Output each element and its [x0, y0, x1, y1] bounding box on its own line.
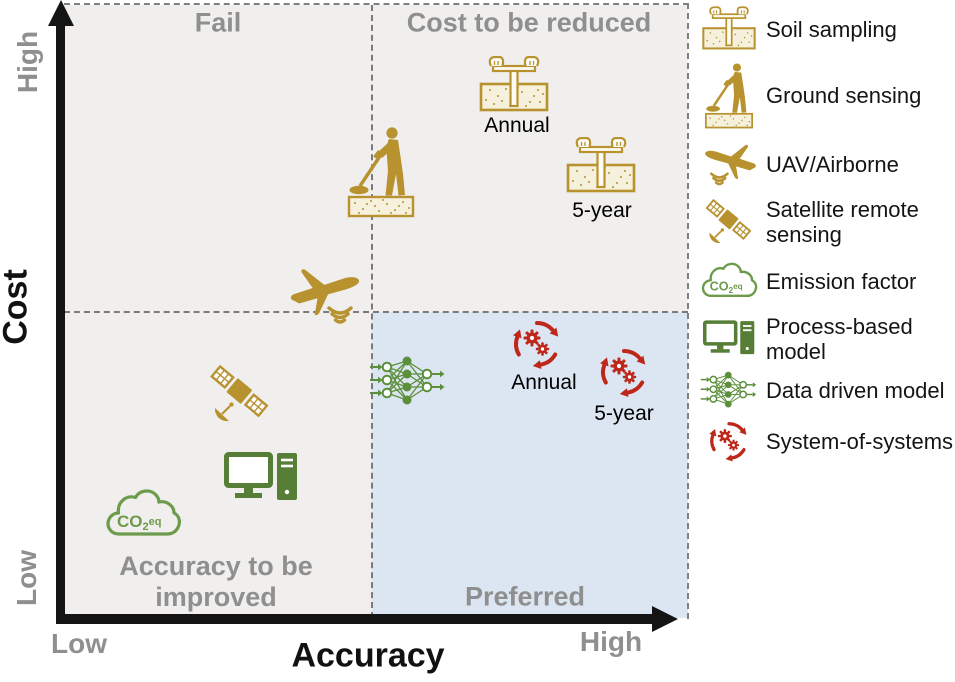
x-axis-title: Accuracy — [291, 636, 445, 675]
ground-sensing-legend-icon — [700, 61, 758, 129]
legend-label: Satellite remote sensing — [766, 197, 919, 247]
quadrant-top-left — [64, 5, 372, 312]
quadrant-title-fail: Fail — [194, 7, 242, 38]
system-of-systems-legend-icon — [700, 418, 758, 464]
legend-item-soil-sampling: Soil sampling — [700, 2, 955, 56]
satellite-icon — [207, 365, 273, 425]
legend-label: Process-based model — [766, 314, 913, 364]
x-axis-line — [56, 614, 654, 624]
legend-item-ground-sensing: Ground sensing — [700, 60, 955, 130]
legend-item-process-model: Process-based model — [700, 308, 955, 370]
soil-sampling-annual-label: Annual — [484, 114, 550, 137]
y-axis-high-label: High — [12, 30, 43, 94]
soil-sampling-annual-icon — [478, 56, 550, 114]
soil-sampling-legend-icon — [700, 6, 758, 52]
legend-item-system-of-systems: System-of-systems — [700, 416, 955, 466]
process-based-model-icon — [224, 452, 298, 505]
data-driven-model-icon — [369, 354, 447, 408]
legend-label: Soil sampling — [766, 16, 897, 42]
horizontal-divider — [64, 311, 688, 313]
emission-factor-legend-icon: CO2eq — [700, 260, 758, 302]
uav-airborne-legend-icon — [700, 140, 758, 188]
quadrant-title-preferred: Preferred — [464, 581, 586, 612]
x-axis-low-label: Low — [51, 628, 107, 659]
plot-right-border — [687, 3, 689, 619]
legend-item-satellite: Satellite remote sensing — [700, 192, 955, 252]
legend-label: UAV/Airborne — [766, 151, 899, 177]
legend-label: System-of-systems — [766, 428, 954, 454]
legend-item-emission-factor: CO2eq Emission factor — [700, 256, 955, 306]
system-of-systems-annual-label: Annual — [511, 371, 577, 394]
system-of-systems-5year-icon — [596, 344, 652, 400]
data-driven-legend-icon — [700, 369, 758, 411]
y-axis-low-label: Low — [11, 550, 42, 606]
legend-label: Data driven model — [766, 377, 945, 403]
svg-text:CO2eq: CO2eq — [710, 280, 743, 295]
quadrant-bottom-right — [372, 312, 688, 618]
quadrant-title-accuracy-to-be-improved: Accuracy to be improved — [119, 551, 313, 612]
y-axis-title: Cost — [0, 269, 35, 345]
ground-sensing-icon — [347, 124, 415, 218]
x-axis-high-label: High — [579, 626, 643, 657]
satellite-legend-icon — [700, 198, 758, 246]
quadrant-top-right — [372, 5, 688, 312]
plot-top-border — [64, 3, 689, 5]
system-of-systems-5year-label: 5-year — [594, 402, 654, 425]
soil-sampling-5year-icon — [565, 137, 637, 195]
svg-text:CO2eq: CO2eq — [117, 512, 161, 533]
x-axis-arrowhead-icon — [652, 606, 678, 632]
process-model-legend-icon — [700, 320, 758, 358]
y-axis-arrowhead-icon — [48, 0, 74, 26]
legend-item-uav-airborne: UAV/Airborne — [700, 138, 955, 190]
y-axis-line — [56, 20, 65, 620]
uav-airborne-icon — [288, 263, 366, 327]
soil-sampling-5year-label: 5-year — [572, 199, 632, 222]
legend-label: Ground sensing — [766, 82, 922, 108]
legend-label: Emission factor — [766, 268, 917, 294]
quadrant-bottom-left — [64, 312, 372, 618]
emission-factor-icon: CO2eq — [104, 486, 182, 542]
system-of-systems-annual-icon — [509, 316, 565, 372]
legend-item-data-driven: Data driven model — [700, 364, 955, 416]
quadrant-title-cost-to-be-reduced: Cost to be reduced — [406, 7, 652, 38]
